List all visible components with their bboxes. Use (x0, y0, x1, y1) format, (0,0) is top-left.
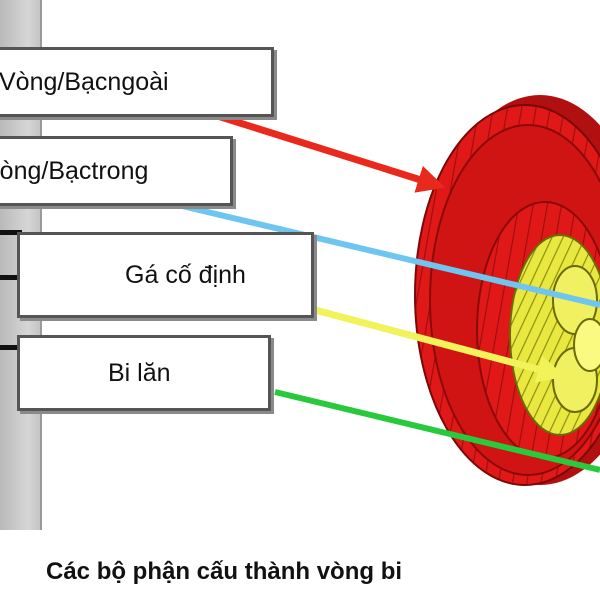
label-inner-ring-text: Vòng/Bạctrong (0, 156, 149, 185)
rail-tick (0, 230, 22, 235)
inner-ring-arrow (177, 202, 600, 308)
rail-tick (0, 275, 22, 280)
label-cage: Gá cố định (17, 232, 314, 318)
label-balls-text: Bi lăn (108, 358, 171, 387)
rail-tick (0, 345, 22, 350)
label-outer-ring: Vòng/Bạcngoài (0, 47, 274, 117)
label-balls: Bi lăn (17, 335, 271, 411)
outer-ring-arrow (203, 108, 446, 193)
cage-arrow (269, 294, 566, 383)
label-outer-ring-text: Vòng/Bạcngoài (0, 67, 169, 96)
balls-arrow (274, 389, 600, 473)
ball (573, 318, 600, 372)
caption: Các bộ phận cấu thành vòng bi (46, 558, 403, 585)
label-inner-ring: Vòng/Bạctrong (0, 136, 233, 206)
label-cage-text: Gá cố định (125, 260, 246, 289)
